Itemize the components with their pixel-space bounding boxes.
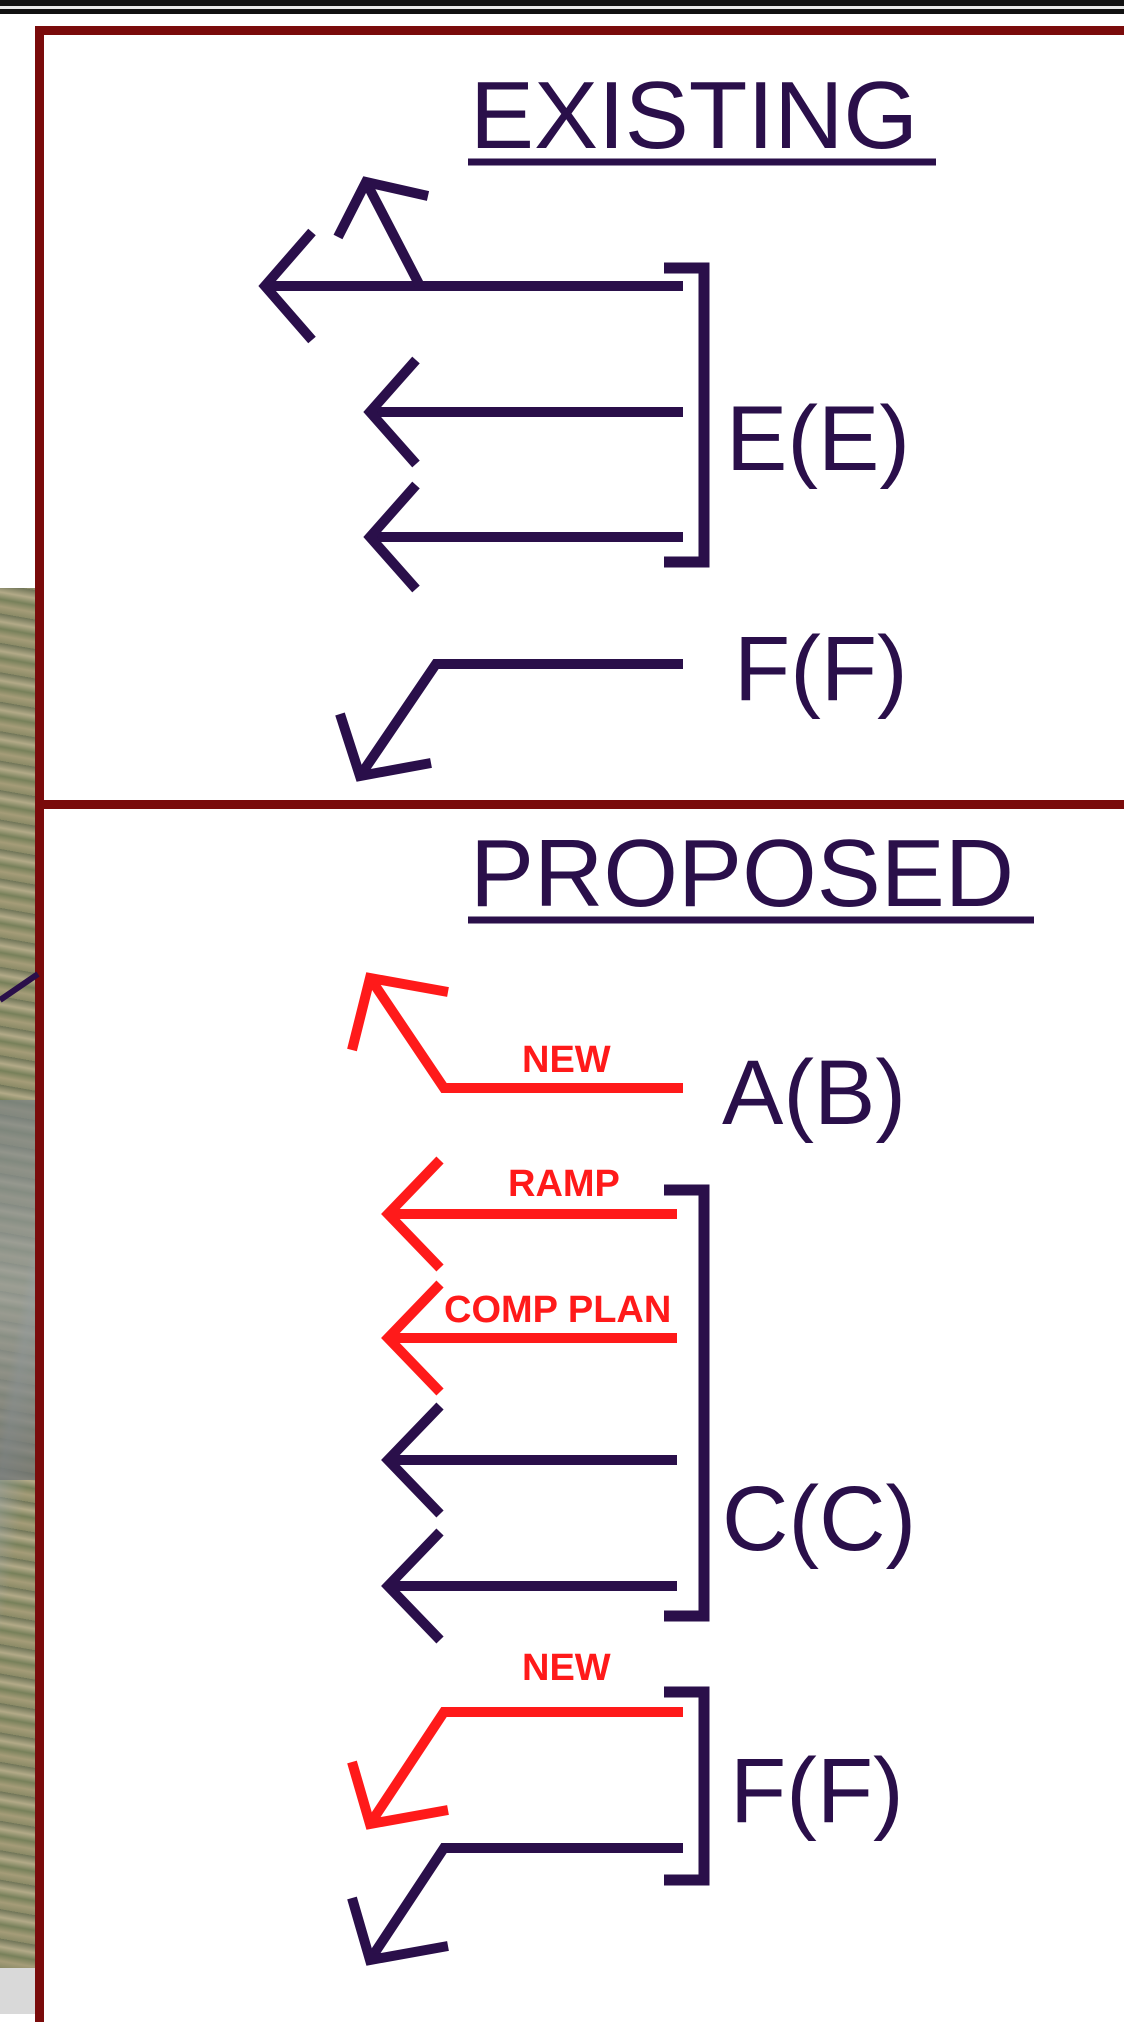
proposed-lane-3: [381, 1402, 677, 1518]
up-left-arrow-icon: [365, 975, 683, 1093]
existing-lane-1: [258, 176, 683, 344]
existing-label-ee: E(E): [726, 388, 910, 490]
left-arrow-head: [381, 1528, 444, 1644]
existing-lane-3: [363, 481, 683, 593]
bottom-strip: [0, 1968, 38, 2014]
existing-bracket-ee: [664, 262, 710, 568]
existing-lane-4: [335, 659, 683, 782]
proposed-lane-new-down-left: [347, 1707, 683, 1830]
proposed-heading: PROPOSED: [470, 820, 1014, 927]
existing-label-ff: F(F): [734, 618, 908, 720]
proposed-lane-ramp: [381, 1156, 677, 1272]
down-left-arrow-icon: [365, 1843, 683, 1963]
down-left-arrow-head: [335, 712, 432, 782]
existing-lane-2: [363, 356, 683, 468]
down-left-arrow-head: [347, 1760, 449, 1830]
left-arrow-head: [363, 481, 420, 593]
proposed-note-ramp: RAMP: [508, 1163, 620, 1205]
up-left-arrow-icon: [361, 179, 425, 289]
down-left-arrow-icon: [355, 659, 683, 779]
proposed-lane-4: [381, 1528, 677, 1644]
proposed-label-cc: C(C): [722, 1468, 916, 1570]
proposed-note-new-2: NEW: [522, 1647, 611, 1689]
proposed-lane-new-diagonal: [347, 972, 683, 1093]
up-left-arrow-head: [347, 972, 449, 1052]
existing-heading: EXISTING: [470, 62, 918, 169]
left-arrow-head: [363, 356, 420, 468]
left-arrow-head: [381, 1280, 444, 1396]
proposed-bracket-cc: [664, 1184, 710, 1622]
proposed-note-new-1: NEW: [522, 1039, 611, 1081]
down-left-arrow-head: [347, 1896, 449, 1966]
left-arrow-head: [381, 1156, 444, 1272]
proposed-label-ff: F(F): [730, 1740, 904, 1842]
proposed-lane-down-left: [347, 1843, 683, 1966]
top-border: [0, 0, 1124, 20]
left-arrow-head: [381, 1402, 444, 1518]
panel-divider: [35, 800, 1124, 809]
panel-frame: [35, 26, 1124, 2022]
proposed-label-ab: A(B): [722, 1042, 906, 1144]
proposed-bracket-ff: [664, 1686, 710, 1886]
proposed-note-comp-plan: COMP PLAN: [444, 1289, 671, 1331]
aerial-road: [0, 1100, 38, 1480]
connector-line: [0, 971, 40, 1003]
down-left-arrow-icon: [365, 1707, 683, 1827]
proposed-lane-comp-plan: [381, 1280, 677, 1396]
up-left-arrow-head: [333, 176, 430, 240]
left-arrow-head: [258, 228, 316, 344]
